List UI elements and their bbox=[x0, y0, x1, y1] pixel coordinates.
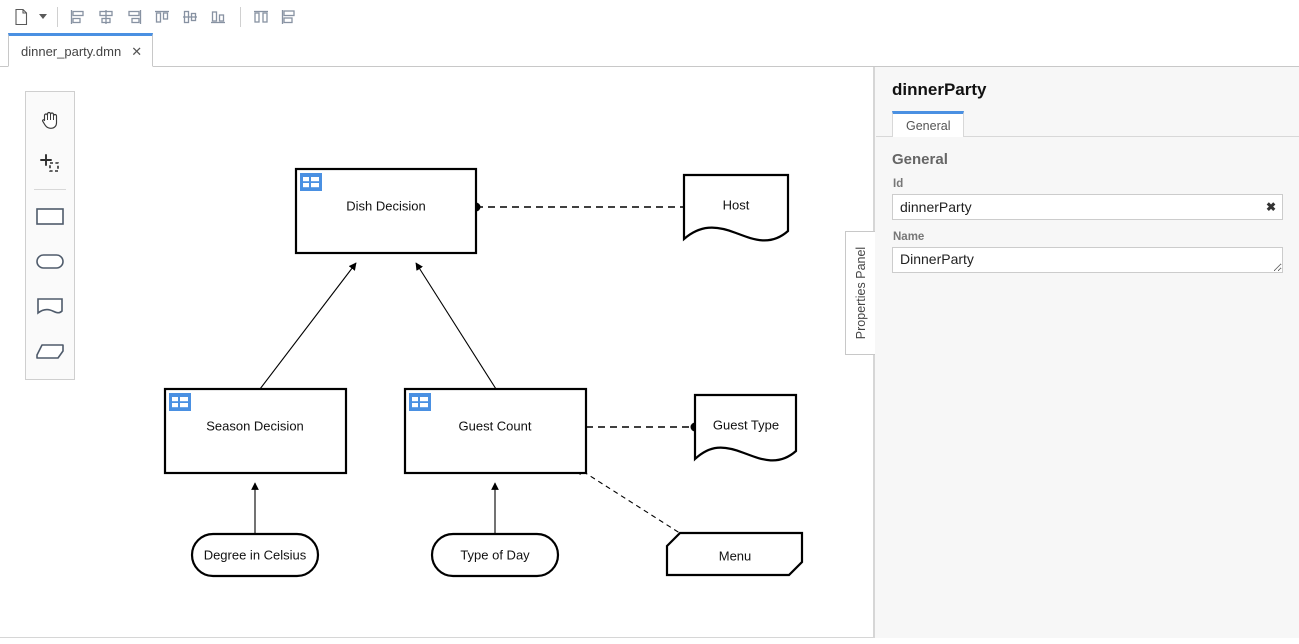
lasso-icon bbox=[40, 153, 59, 172]
shape-palette bbox=[25, 91, 75, 380]
edge-guest-to-dish[interactable] bbox=[415, 262, 497, 390]
align-top-button[interactable] bbox=[149, 4, 175, 30]
new-file-button[interactable] bbox=[8, 4, 34, 30]
distribute-horizontal-icon bbox=[254, 10, 268, 23]
id-field[interactable] bbox=[892, 194, 1283, 220]
file-icon bbox=[15, 8, 28, 25]
distribute-vertical-icon bbox=[281, 9, 295, 24]
node-label: Host bbox=[723, 197, 750, 212]
align-center-button[interactable] bbox=[93, 4, 119, 30]
node-degree-in-celsius[interactable]: Degree in Celsius bbox=[190, 532, 320, 578]
hand-icon bbox=[42, 111, 58, 129]
align-left-icon bbox=[70, 9, 84, 24]
edge-dish-to-host[interactable] bbox=[471, 202, 685, 212]
clear-icon[interactable]: ✖ bbox=[1265, 200, 1276, 214]
page-title: dinnerParty bbox=[892, 80, 987, 99]
tab-label: dinner_party.dmn bbox=[21, 43, 122, 59]
node-label: Type of Day bbox=[460, 547, 530, 562]
properties-panel: dinnerParty General General Id ✖ Name Di… bbox=[874, 67, 1299, 638]
properties-tabs: General bbox=[892, 111, 965, 137]
node-label: Guest Type bbox=[713, 417, 779, 432]
distribute-horizontal-button[interactable] bbox=[248, 4, 274, 30]
edge-season-to-dish[interactable] bbox=[259, 262, 357, 390]
main-toolbar bbox=[0, 0, 1299, 33]
distribute-vertical-button[interactable] bbox=[276, 4, 302, 30]
node-host[interactable]: Host bbox=[682, 173, 790, 242]
properties-panel-header: dinnerParty General bbox=[876, 67, 1299, 137]
node-label: Menu bbox=[719, 548, 752, 563]
node-label: Dish Decision bbox=[346, 198, 425, 213]
chevron-down-icon bbox=[39, 14, 47, 19]
align-middle-button[interactable] bbox=[177, 4, 203, 30]
align-center-icon bbox=[99, 9, 113, 24]
create-input-data[interactable] bbox=[26, 238, 74, 283]
node-guest-type[interactable]: Guest Type bbox=[693, 393, 798, 462]
align-right-icon bbox=[128, 9, 142, 24]
id-field-label: Id bbox=[893, 178, 904, 190]
node-label: Guest Count bbox=[459, 418, 532, 433]
edge-menu-to-guest[interactable] bbox=[576, 467, 687, 538]
create-decision[interactable] bbox=[26, 193, 74, 238]
edge-guest-to-guesttype[interactable] bbox=[586, 422, 700, 432]
name-field-wrapper: DinnerParty bbox=[892, 247, 1283, 273]
id-field-wrapper: ✖ bbox=[892, 194, 1283, 220]
editor-tabstrip: dinner_party.dmn ✕ bbox=[0, 33, 1299, 67]
toolbar-separator-2 bbox=[240, 6, 241, 27]
diagram-canvas[interactable]: Dish Decision Season Decision bbox=[0, 67, 874, 638]
align-right-button[interactable] bbox=[121, 4, 147, 30]
name-field[interactable]: DinnerParty bbox=[892, 247, 1283, 273]
decision-table-icon[interactable] bbox=[409, 393, 431, 411]
create-knowledge-source[interactable] bbox=[26, 283, 74, 328]
hand-tool[interactable] bbox=[26, 96, 74, 141]
toolbar-separator-1 bbox=[57, 6, 58, 27]
tab-general-label: General bbox=[906, 118, 951, 133]
node-type-of-day[interactable]: Type of Day bbox=[430, 532, 560, 578]
palette-separator bbox=[34, 189, 66, 190]
align-middle-icon bbox=[183, 10, 197, 23]
align-bottom-button[interactable] bbox=[205, 4, 231, 30]
create-business-knowledge-model[interactable] bbox=[26, 328, 74, 373]
node-dish-decision[interactable]: Dish Decision bbox=[294, 167, 478, 255]
new-file-dropdown[interactable] bbox=[36, 4, 50, 30]
align-left-button[interactable] bbox=[65, 4, 91, 30]
align-top-icon bbox=[155, 10, 169, 23]
node-label: Degree in Celsius bbox=[204, 547, 307, 562]
lasso-tool[interactable] bbox=[26, 141, 74, 186]
properties-panel-handle-label: Properties Panel bbox=[853, 246, 868, 340]
node-menu[interactable]: Menu bbox=[665, 531, 804, 577]
properties-panel-body: General Id ✖ Name DinnerParty bbox=[876, 137, 1299, 638]
properties-panel-handle[interactable]: Properties Panel bbox=[845, 231, 875, 355]
name-field-label: Name bbox=[893, 231, 925, 243]
node-guest-count[interactable]: Guest Count bbox=[403, 387, 588, 475]
input-data-icon bbox=[36, 253, 64, 269]
close-icon[interactable]: ✕ bbox=[131, 43, 143, 59]
decision-rect-icon bbox=[36, 207, 64, 225]
decision-table-icon[interactable] bbox=[169, 393, 191, 411]
bkm-icon bbox=[36, 343, 64, 359]
align-bottom-icon bbox=[211, 10, 225, 23]
decision-table-icon[interactable] bbox=[300, 173, 322, 191]
node-season-decision[interactable]: Season Decision bbox=[163, 387, 348, 475]
tab-dinner-party-dmn[interactable]: dinner_party.dmn ✕ bbox=[8, 33, 154, 67]
dmn-diagram: Dish Decision Season Decision bbox=[163, 167, 804, 578]
tab-general[interactable]: General bbox=[892, 111, 965, 137]
section-heading: General bbox=[892, 151, 948, 168]
knowledge-source-icon bbox=[37, 297, 63, 315]
node-label: Season Decision bbox=[206, 418, 304, 433]
